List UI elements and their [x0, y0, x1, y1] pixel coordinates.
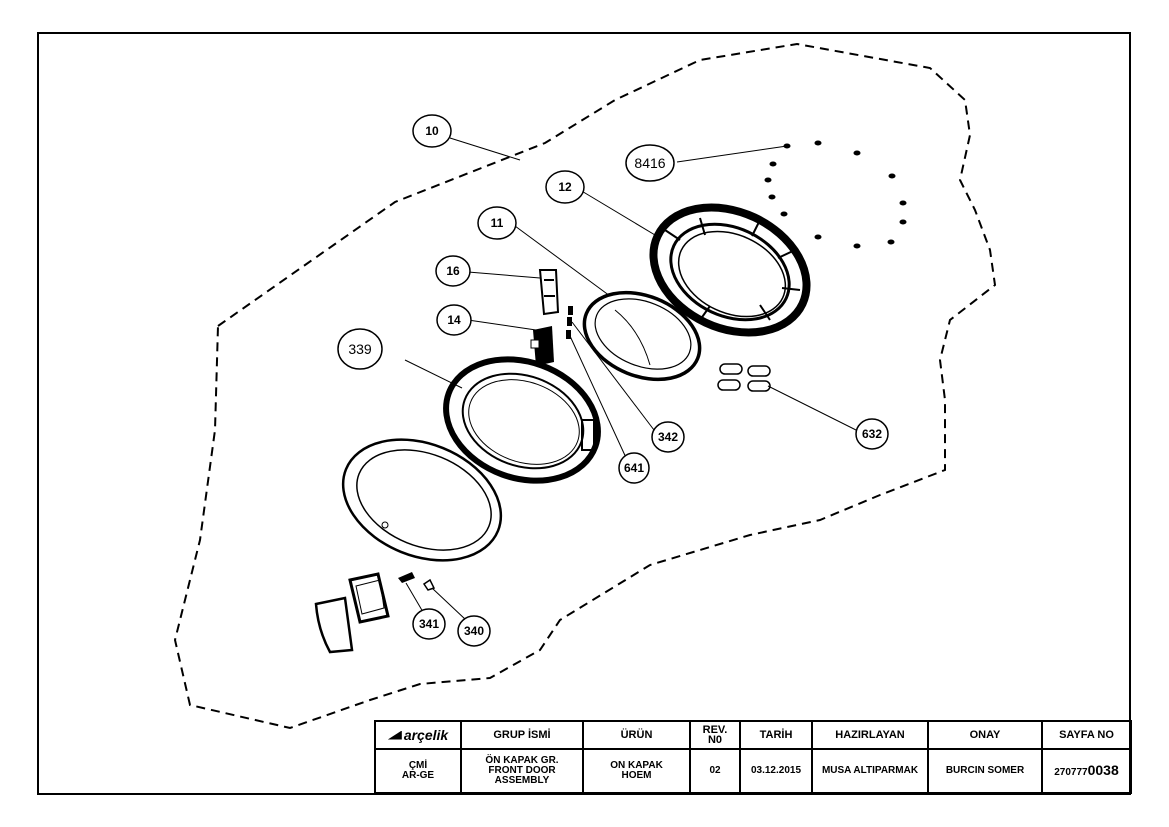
callout-10-label: 10 [425, 124, 439, 138]
part-339-door-frame [443, 356, 601, 484]
door-handle-parts [314, 572, 436, 654]
header-approval: ONAY [927, 720, 1043, 750]
value-prepared-by: MUSA ALTIPARMAK [811, 748, 929, 794]
callout-641-label: 641 [624, 461, 644, 475]
callout-12: 12 [545, 170, 585, 204]
value-department: ÇMİ AR-GE [374, 748, 462, 794]
header-sheet-no: SAYFA NO [1041, 720, 1132, 750]
callout-632: 632 [855, 418, 889, 450]
logo-mark-icon [387, 730, 402, 740]
value-product: ON KAPAK HOEM [582, 748, 691, 794]
callout-339: 339 [337, 328, 383, 370]
header-prepared-by: HAZIRLAYAN [811, 720, 929, 750]
callout-16-label: 16 [446, 264, 460, 278]
header-date: TARİH [739, 720, 813, 750]
callout-8416: 8416 [625, 144, 675, 182]
callout-11-label: 11 [491, 216, 504, 230]
part-8416-screws [764, 140, 907, 249]
part-632-bushings [717, 363, 771, 392]
title-block: arçelik GRUP İSMİ ÜRÜN REV. N0 TARİH HAZ… [374, 720, 1132, 794]
callout-340-label: 340 [464, 624, 484, 638]
part-342-pins [566, 306, 573, 339]
sheet-no-suffix: 0038 [1087, 761, 1119, 778]
cabinet-outline [173, 42, 997, 730]
value-group-name: ÖN KAPAK GR. FRONT DOOR ASSEMBLY [460, 748, 584, 794]
header-product: ÜRÜN [582, 720, 691, 750]
logo-cell: arçelik [374, 720, 462, 750]
callout-641: 641 [618, 452, 650, 484]
callout-10: 10 [412, 114, 452, 148]
callout-342: 342 [651, 421, 685, 453]
callout-632-label: 632 [862, 427, 882, 441]
sheet-no-prefix: 270777 [1054, 766, 1088, 778]
outer-door-ring [341, 438, 503, 562]
callout-341: 341 [412, 608, 446, 640]
callout-16: 16 [435, 255, 471, 287]
header-group-name: GRUP İSMİ [460, 720, 584, 750]
value-date: 03.12.2015 [739, 748, 813, 794]
callout-339-label: 339 [348, 341, 372, 357]
callout-340: 340 [457, 615, 491, 647]
part-16-hinge [538, 269, 560, 316]
callout-12-label: 12 [558, 180, 572, 194]
drawing-frame [37, 32, 1131, 795]
value-sheet-no: 2707770038 [1041, 748, 1132, 794]
callout-342-label: 342 [658, 430, 678, 444]
value-rev-no: 02 [689, 748, 741, 794]
leader-lines [404, 137, 861, 621]
part-14-bracket [530, 326, 554, 366]
logo-text: arçelik [403, 727, 449, 743]
part-11-door-glass [582, 290, 702, 382]
value-approval: BURCIN SOMER [927, 748, 1043, 794]
callout-14-label: 14 [447, 313, 461, 327]
callout-341-label: 341 [419, 617, 439, 631]
callout-14: 14 [436, 304, 472, 336]
brand-logo: arçelik [378, 727, 458, 743]
part-12-rear-ring [649, 203, 811, 337]
header-rev-no: REV. N0 [689, 720, 741, 750]
callout-8416-label: 8416 [634, 155, 665, 171]
callout-11: 11 [477, 206, 517, 240]
